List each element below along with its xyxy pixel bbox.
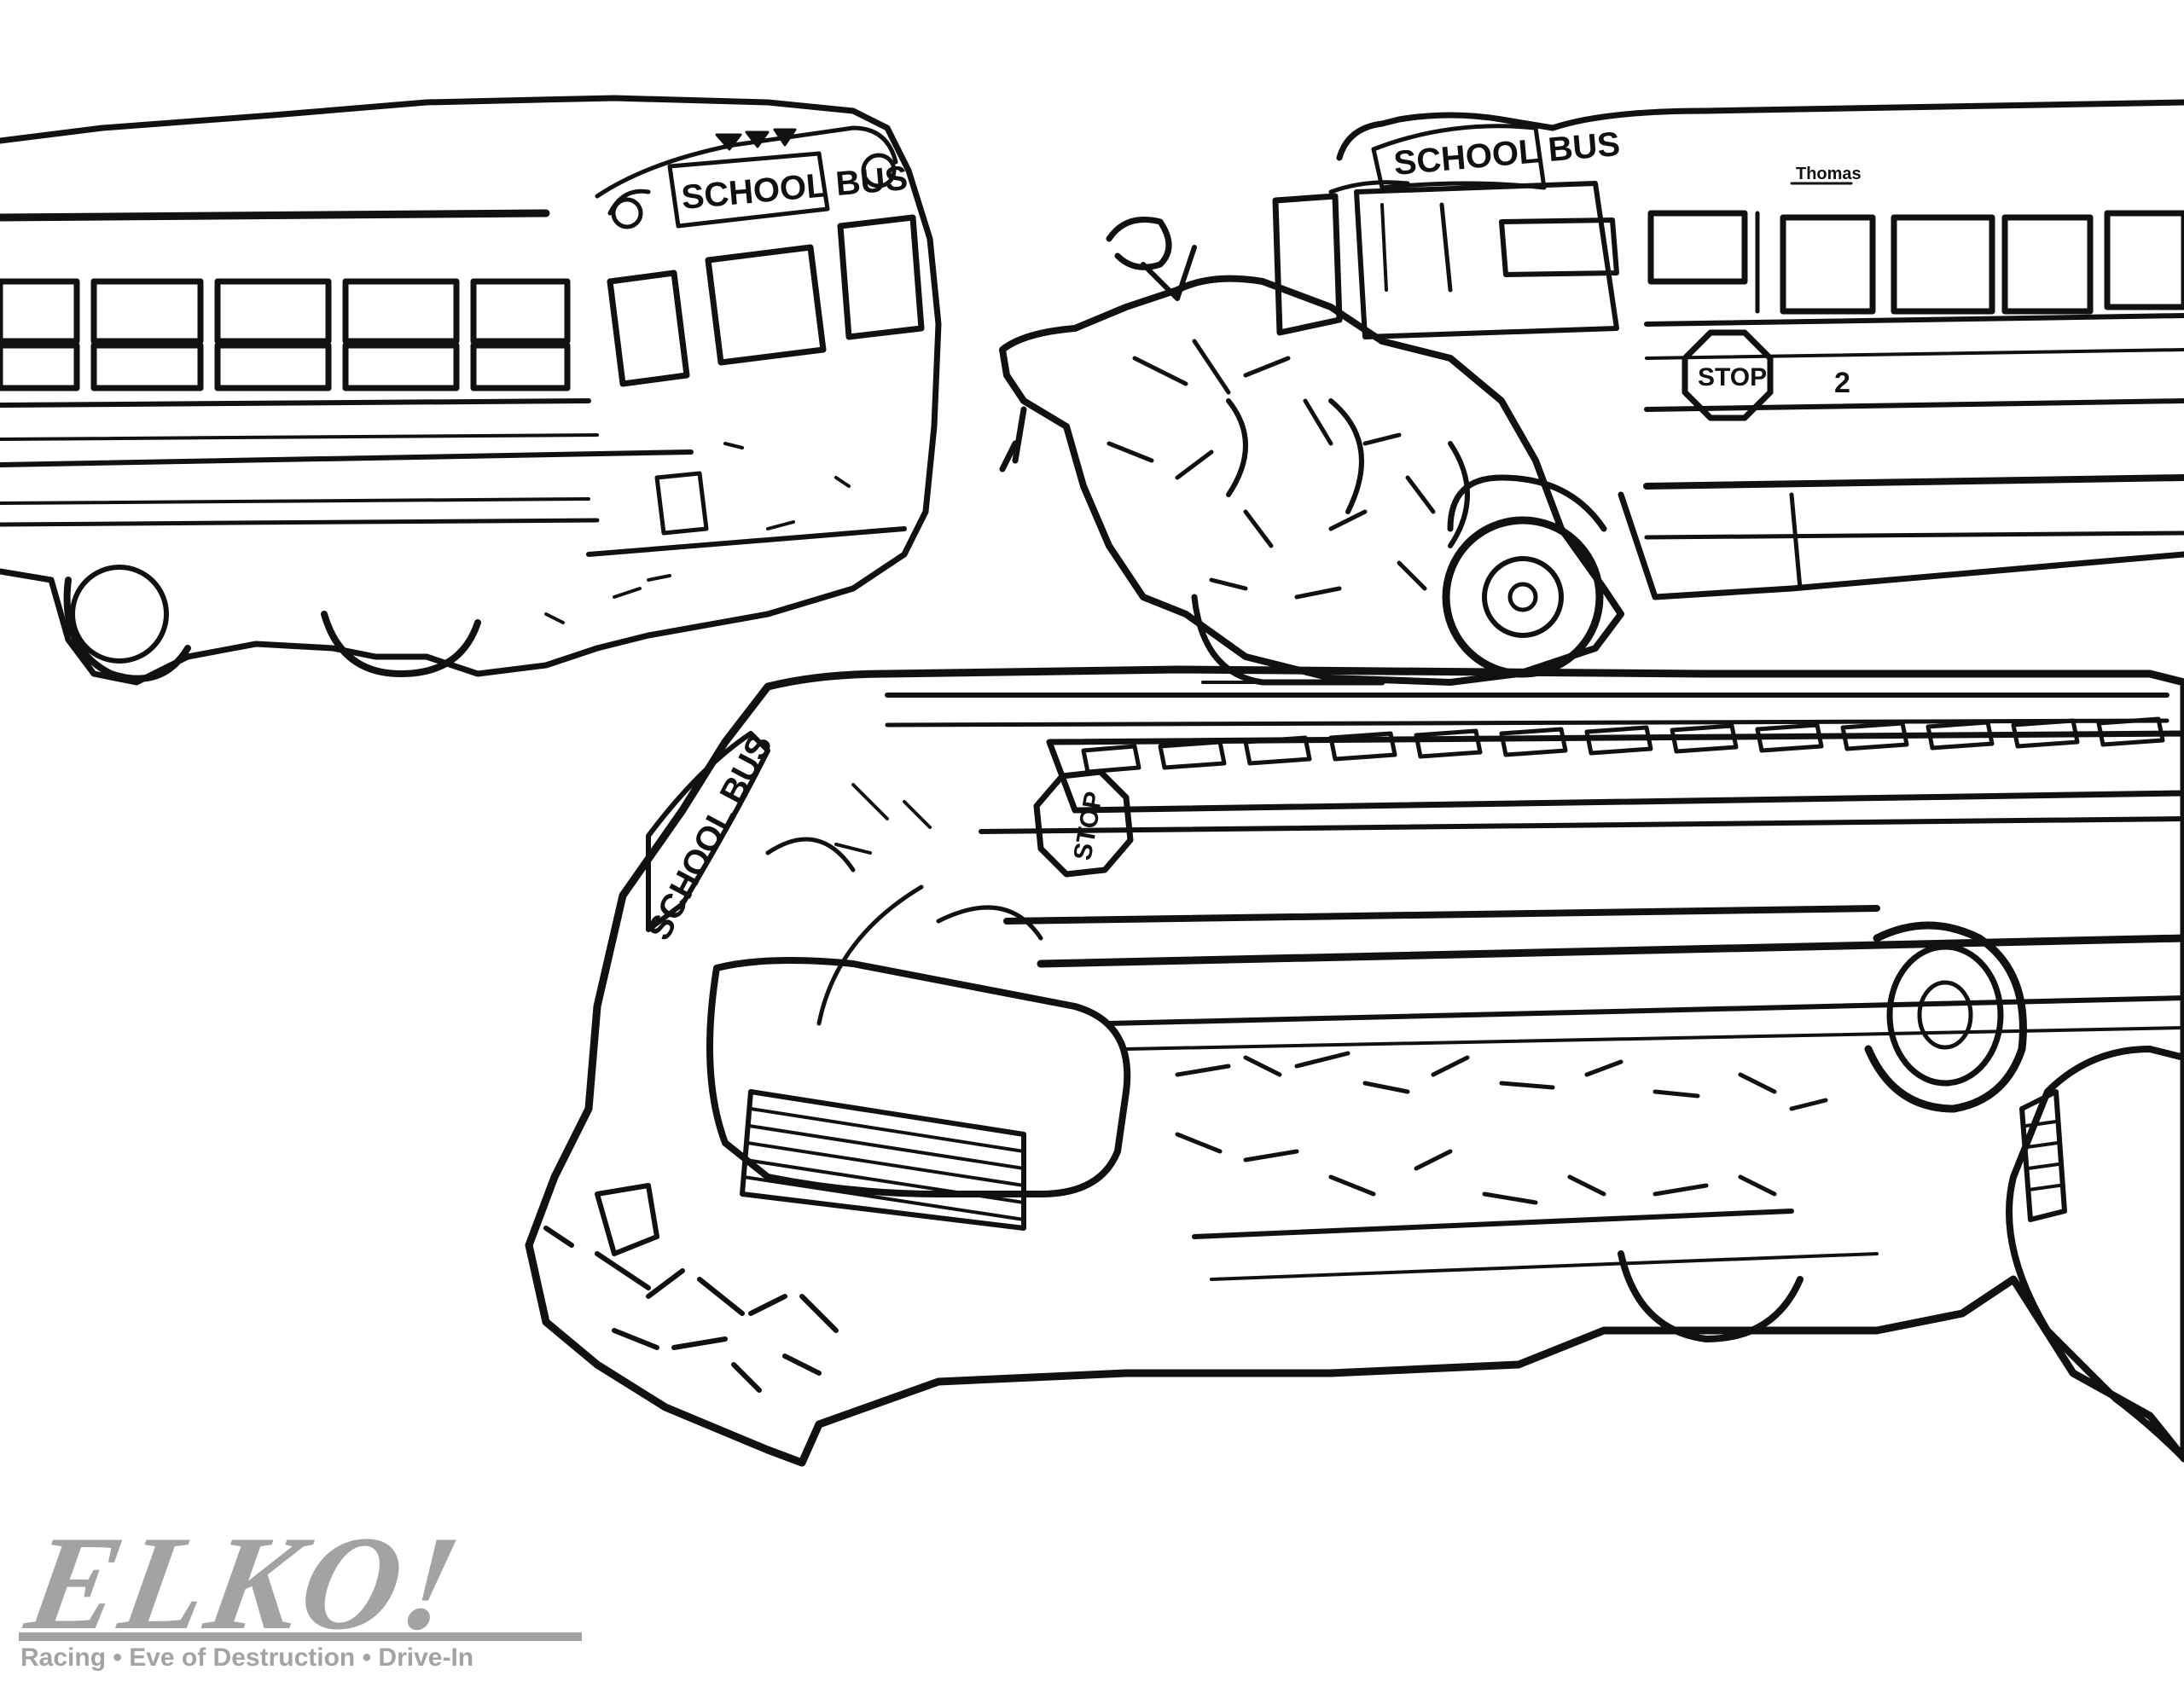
- elko-logo: ELKO! Racing • Eve of Destruction • Driv…: [17, 1509, 616, 1678]
- logo-divider: [19, 1632, 582, 1641]
- logo-tagline: Racing • Eve of Destruction • Drive-In: [20, 1644, 474, 1672]
- logo-wordmark: ELKO!: [17, 1509, 473, 1658]
- left-bus-sign: SCHOOL BUS: [680, 159, 909, 217]
- right-bus-number: 2: [1834, 367, 1850, 399]
- right-stop-sign: STOP: [1698, 363, 1767, 391]
- bottom-bus: STOP SCHOOL BUS: [525, 665, 2184, 1467]
- right-bus: SCHOOL BUS Thomas STOP 2: [999, 99, 2184, 686]
- bottom-stop-sign: STOP: [1069, 790, 1109, 863]
- left-bus: SCHOOL BUS: [0, 95, 942, 686]
- right-bus-brand: Thomas: [1796, 165, 1862, 183]
